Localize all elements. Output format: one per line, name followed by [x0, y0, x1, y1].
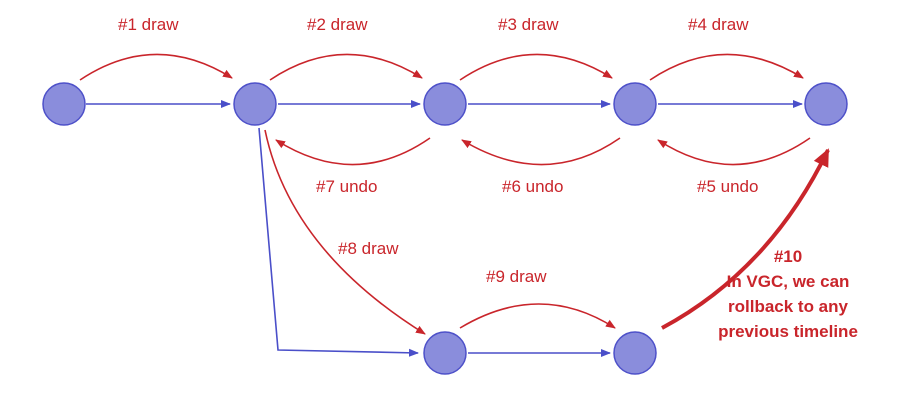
red-arc-8 [264, 129, 426, 335]
node-3 [423, 82, 467, 126]
note-line-4: previous timeline [718, 322, 858, 341]
label-undo-6: #6 undo [502, 177, 563, 196]
node-5 [804, 82, 848, 126]
label-draw-2: #2 draw [307, 15, 368, 34]
red-arc-3 [459, 53, 613, 81]
node-4 [613, 82, 657, 126]
red-arc-9 [459, 303, 616, 329]
edge-labels: #1 draw #2 draw #3 draw #4 draw #5 undo … [118, 15, 758, 286]
red-arc-2 [269, 53, 423, 81]
label-draw-3: #3 draw [498, 15, 559, 34]
label-undo-7: #7 undo [316, 177, 377, 196]
rollback-note: #10 In VGC, we can rollback to any previ… [718, 247, 858, 341]
label-draw-8: #8 draw [338, 239, 399, 258]
note-line-3: rollback to any [728, 297, 849, 316]
red-arc-6 [461, 137, 621, 166]
label-draw-4: #4 draw [688, 15, 749, 34]
red-arc-10 [661, 148, 830, 330]
node-6 [423, 331, 467, 375]
node-2 [233, 82, 277, 126]
note-line-2: In VGC, we can [727, 272, 850, 291]
blue-edge-n2-n6 [258, 127, 419, 357]
red-arc-5 [657, 137, 811, 166]
red-arc-1 [79, 53, 233, 81]
note-line-1: #10 [774, 247, 802, 266]
node-1 [42, 82, 86, 126]
red-arc-7 [275, 137, 431, 166]
nodes [42, 82, 848, 375]
label-draw-1: #1 draw [118, 15, 179, 34]
red-edges [79, 53, 830, 335]
blue-edges [86, 100, 803, 357]
label-draw-9: #9 draw [486, 267, 547, 286]
label-undo-5: #5 undo [697, 177, 758, 196]
node-7 [613, 331, 657, 375]
red-arc-4 [649, 53, 804, 81]
